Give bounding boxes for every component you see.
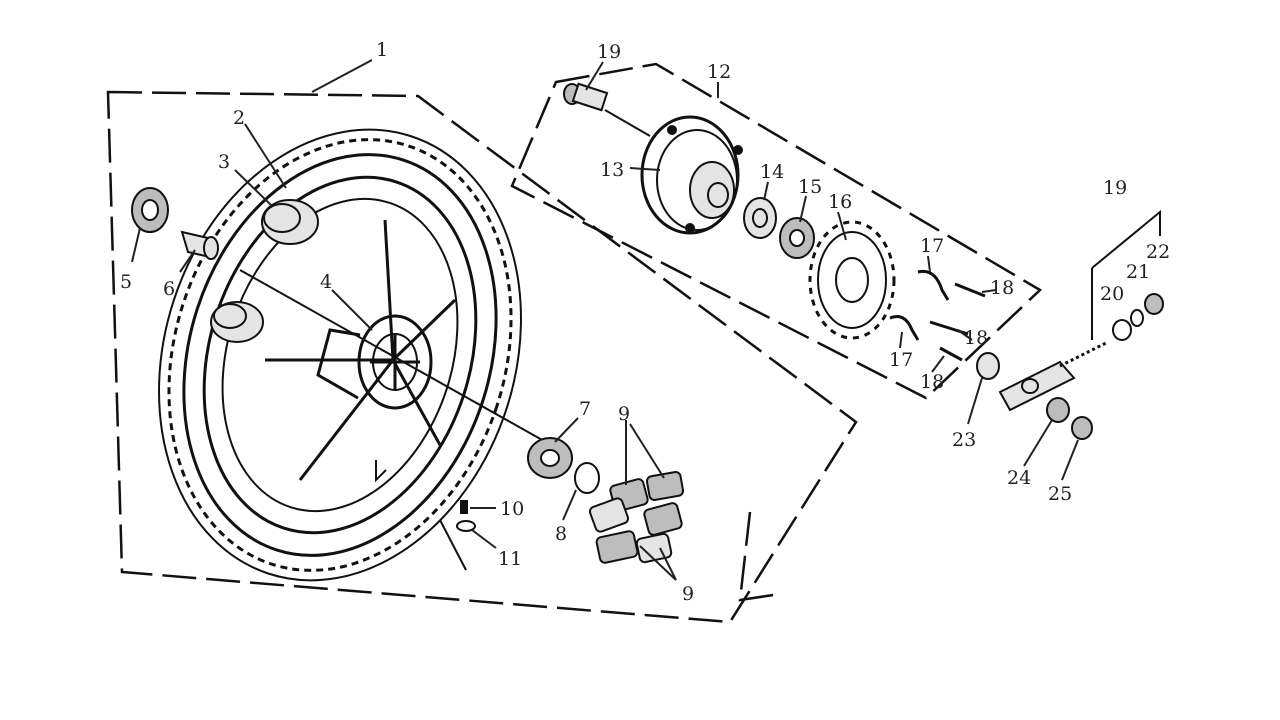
bearing-part-7 bbox=[527, 437, 573, 479]
bearing-part-5 bbox=[131, 187, 169, 233]
callout-18-a: 18 bbox=[990, 277, 1014, 299]
bracket-19-22 bbox=[1091, 209, 1161, 269]
callout-24: 24 bbox=[1007, 467, 1031, 489]
spring-washer-part-21 bbox=[1130, 309, 1144, 327]
sprocket-part-16 bbox=[808, 220, 896, 340]
callout-4: 4 bbox=[320, 271, 332, 293]
callout-18-c: 18 bbox=[920, 371, 944, 393]
tire-section-cutaway bbox=[210, 199, 319, 343]
callout-9-bottom: 9 bbox=[682, 583, 694, 605]
chain-adjuster bbox=[998, 340, 1109, 412]
sprocket-group-extension-line bbox=[738, 511, 781, 602]
callout-17-top: 17 bbox=[920, 235, 944, 257]
nut-part-24 bbox=[1046, 397, 1070, 423]
callout-23: 23 bbox=[952, 429, 976, 451]
leader-lines bbox=[131, 59, 1079, 581]
washer-part-20 bbox=[1112, 319, 1132, 341]
nut-part-25 bbox=[1071, 416, 1093, 440]
callout-labels: 1 2 3 4 5 6 7 8 9 9 10 11 12 13 14 15 16… bbox=[120, 39, 1170, 605]
callout-17-bottom: 17 bbox=[889, 349, 913, 371]
callout-2: 2 bbox=[233, 107, 245, 129]
lock-plates-part-17 bbox=[889, 269, 950, 341]
collar-part-23 bbox=[976, 352, 1000, 380]
distance-collar-part-6 bbox=[180, 230, 219, 260]
hub-sprocket-group-outline bbox=[510, 62, 1043, 400]
callout-12: 12 bbox=[707, 61, 731, 83]
callout-11: 11 bbox=[498, 548, 522, 570]
callout-14: 14 bbox=[760, 161, 784, 183]
nut-part-22 bbox=[1144, 293, 1164, 315]
callout-8: 8 bbox=[555, 523, 567, 545]
callout-1: 1 bbox=[376, 39, 388, 61]
sprocket-hub-part-13 bbox=[640, 115, 743, 235]
callout-7: 7 bbox=[579, 398, 591, 420]
callout-13: 13 bbox=[600, 159, 624, 181]
axle-line bbox=[239, 269, 561, 451]
bearing-part-14 bbox=[743, 197, 777, 239]
callout-19-right: 19 bbox=[1103, 177, 1127, 199]
callout-20: 20 bbox=[1100, 283, 1124, 305]
callout-25: 25 bbox=[1048, 483, 1072, 505]
damper-rubbers-part-9 bbox=[588, 471, 685, 564]
bearing-part-15 bbox=[779, 217, 815, 259]
wheel-hub bbox=[316, 314, 433, 410]
callout-10: 10 bbox=[500, 498, 524, 520]
callout-22: 22 bbox=[1146, 241, 1170, 263]
callout-3: 3 bbox=[218, 151, 230, 173]
callout-9-top: 9 bbox=[618, 403, 630, 425]
axle-bolt-part-19 bbox=[563, 82, 651, 137]
wheel-rim-tire bbox=[158, 128, 522, 582]
callout-16: 16 bbox=[828, 191, 852, 213]
wheel-assembly-group-outline bbox=[106, 90, 858, 624]
callout-6: 6 bbox=[163, 278, 175, 300]
valve-parts bbox=[375, 460, 476, 571]
callout-18-b: 18 bbox=[964, 327, 988, 349]
oil-seal-part-8 bbox=[574, 462, 600, 494]
callout-19-left: 19 bbox=[597, 41, 621, 63]
callout-15: 15 bbox=[798, 176, 822, 198]
callout-5: 5 bbox=[120, 271, 132, 293]
callout-21: 21 bbox=[1126, 261, 1150, 283]
